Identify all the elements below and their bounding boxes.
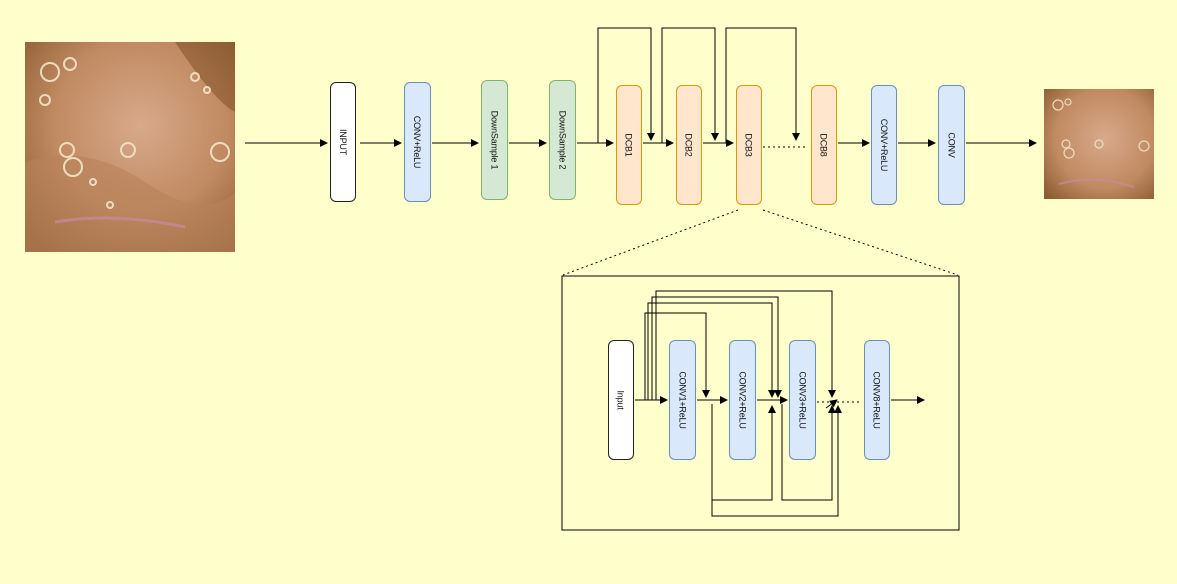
conv-label: CONV xyxy=(946,132,957,158)
conv-relu-block: CONV+ReLU xyxy=(404,82,431,202)
detail-conv3-block: CONV3+ReLU xyxy=(789,340,816,460)
detail-conv2-block: CONV2+ReLU xyxy=(729,340,756,460)
dcb3-block: DCB3 xyxy=(736,85,762,205)
dcb3-label: DCB3 xyxy=(744,133,754,157)
input-block: INPUT xyxy=(330,82,356,202)
output-endoscopy-image xyxy=(1044,89,1154,199)
downsample-2-label: DownSample 2 xyxy=(557,110,568,170)
detail-conv8-block: CONV8+ReLU xyxy=(864,340,890,460)
detail-conv8-label: CONV8+ReLU xyxy=(872,371,882,429)
dcb1-block: DCB1 xyxy=(616,85,642,205)
detail-input-block: Input xyxy=(608,340,634,460)
downsample-1-label: DownSample 1 xyxy=(489,110,500,170)
downsample-2-block: DownSample 2 xyxy=(549,80,576,200)
detail-input-label: Input xyxy=(616,390,626,410)
dcb8-label: DCB8 xyxy=(819,133,829,157)
conv-block: CONV xyxy=(938,85,965,205)
dcb1-label: DCB1 xyxy=(624,133,634,157)
dcb8-block: DCB8 xyxy=(811,85,837,205)
detail-conv2-label: CONV2+ReLU xyxy=(737,371,748,429)
detail-conv3-label: CONV3+ReLU xyxy=(797,371,808,429)
conv-relu-2-label: CONV+ReLU xyxy=(879,118,889,172)
conv-relu-2-block: CONV+ReLU xyxy=(871,85,897,205)
dcb2-block: DCB2 xyxy=(676,85,702,205)
detail-conv1-block: CONV1+ReLU xyxy=(669,340,696,460)
input-block-label: INPUT xyxy=(338,128,349,156)
dcb2-label: DCB2 xyxy=(684,133,694,157)
input-endoscopy-image xyxy=(25,42,235,252)
detail-conv1-label: CONV1+ReLU xyxy=(677,371,688,429)
downsample-1-block: DownSample 1 xyxy=(481,80,508,200)
conv-relu-block-label: CONV+ReLU xyxy=(412,115,423,169)
